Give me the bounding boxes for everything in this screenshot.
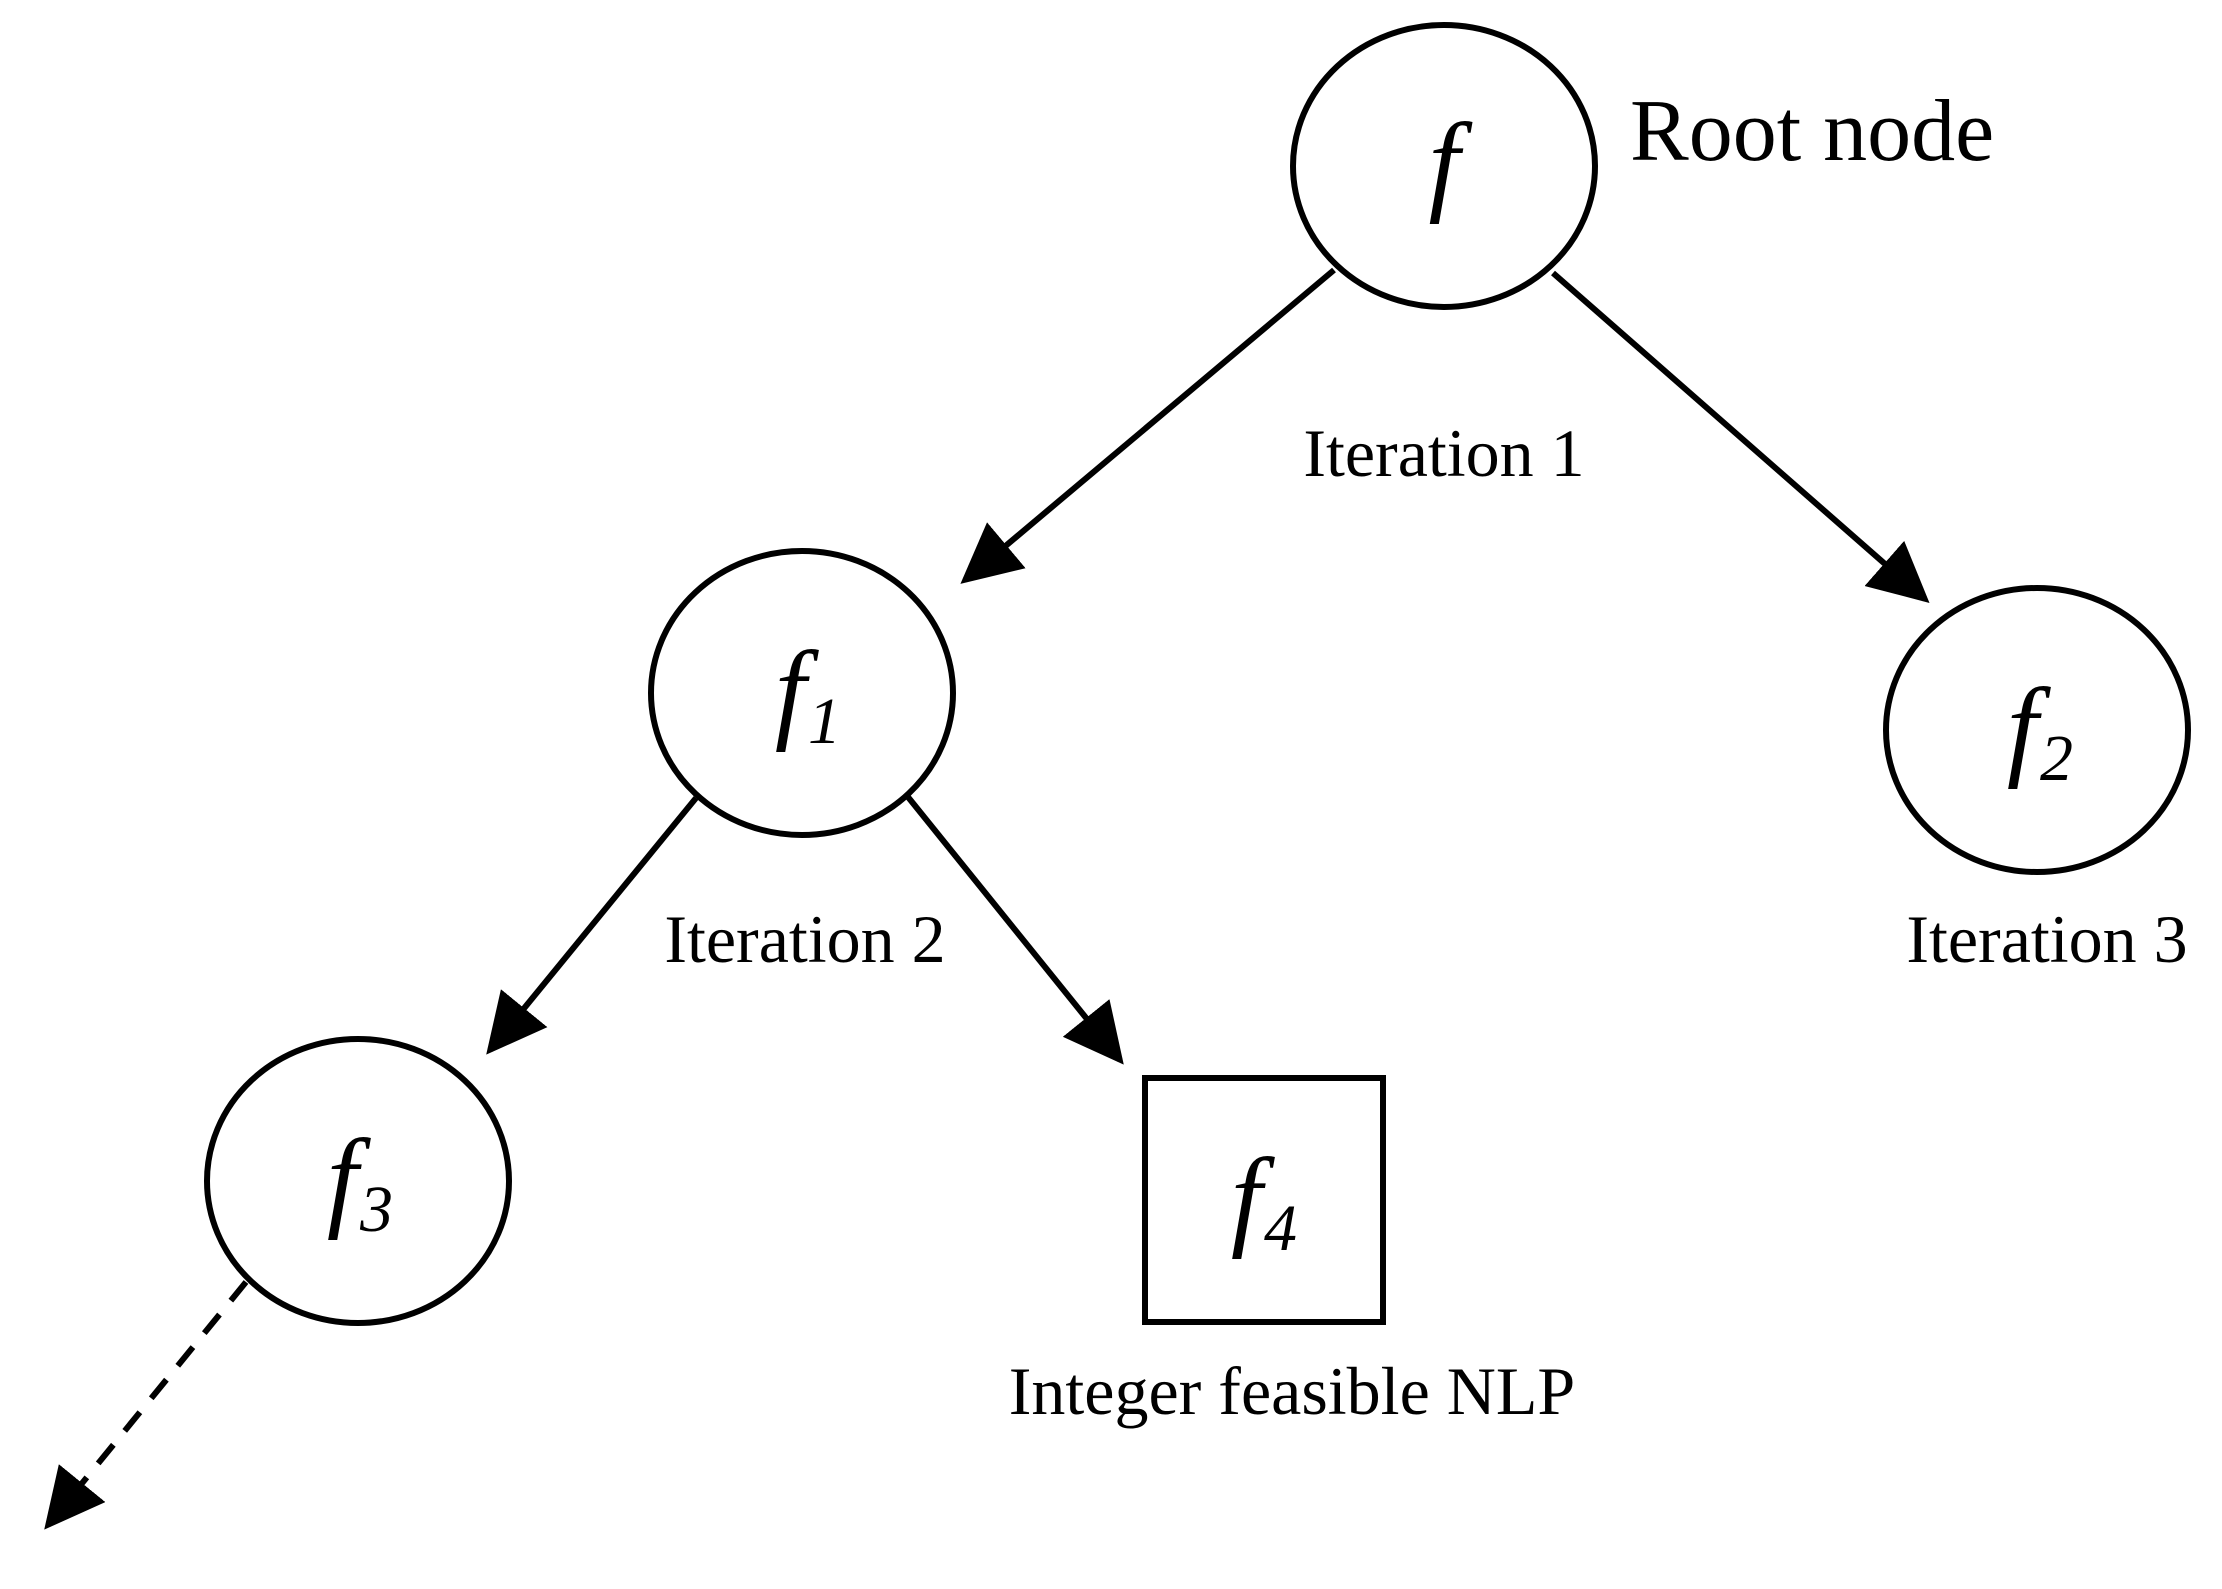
iteration-1-caption: Iteration 1	[1303, 415, 1584, 491]
root-node-label: Root node	[1630, 83, 1994, 180]
node-f4-subscript: 4	[1264, 1192, 1297, 1265]
iteration-3-caption: Iteration 3	[1906, 901, 2187, 977]
integer-feasible-caption: Integer feasible NLP	[1009, 1353, 1575, 1429]
node-f-root: f	[1290, 22, 1598, 310]
node-f3-subscript: 3	[359, 1173, 393, 1246]
node-f1-subscript: 1	[808, 685, 841, 758]
node-f2: f 2	[1883, 585, 2191, 875]
node-f2-subscript: 2	[2040, 722, 2073, 795]
edge-root-to-f1	[960, 267, 1336, 584]
edge-root-to-f2	[1551, 270, 1930, 603]
node-f4-integer-feasible: f 4	[1142, 1075, 1386, 1325]
edge-f1-to-f4	[905, 795, 1124, 1065]
iteration-2-caption: Iteration 2	[664, 901, 945, 977]
edge-f3-continuation-dashed	[44, 1280, 249, 1530]
node-f1: f 1	[648, 548, 956, 838]
edge-f1-to-f3	[486, 796, 699, 1055]
node-f3: f 3	[204, 1036, 512, 1326]
